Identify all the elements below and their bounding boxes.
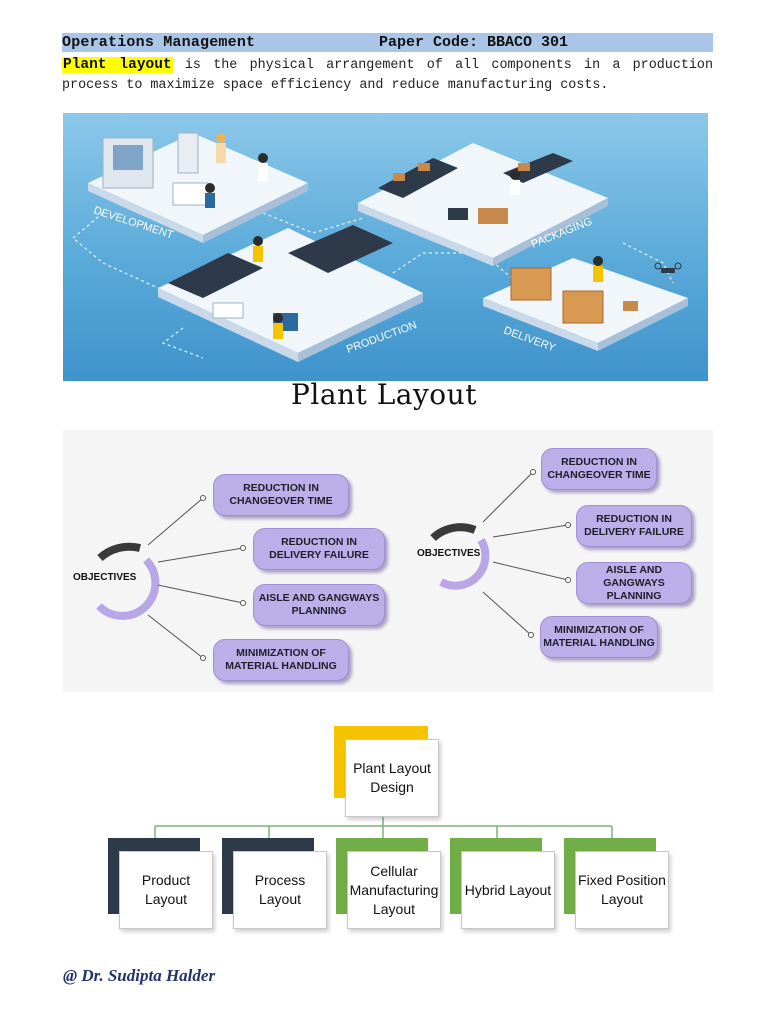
objectives-connectors xyxy=(96,469,571,661)
node-process-layout: Process Layout xyxy=(233,851,327,929)
course-title: Operations Management xyxy=(62,34,256,51)
node-cellular-manufacturing-layout: Cellular Manufacturing Layout xyxy=(347,851,441,929)
node-hybrid-layout: Hybrid Layout xyxy=(461,851,555,929)
objectives-ring-dark-2 xyxy=(430,523,477,542)
objective-right-4: MINIMIZATION OF MATERIAL HANDLING xyxy=(540,616,658,658)
node-fixed-position-layout: Fixed Position Layout xyxy=(575,851,669,929)
highlighted-term: Plant layout xyxy=(62,57,173,73)
plant-layout-illustration: DEVELOPMENT PACKAGING PRODUCTION DELIVER… xyxy=(63,113,708,381)
objective-left-3: AISLE AND GANGWAYS PLANNING xyxy=(253,584,385,626)
figure-caption: Plant Layout xyxy=(291,378,477,411)
paper-code: Paper Code: BBACO 301 xyxy=(379,34,569,51)
objectives-diagrams: OBJECTIVES REDUCTION IN CHANGEOVER TIME … xyxy=(63,430,713,692)
objective-left-1: REDUCTION IN CHANGEOVER TIME xyxy=(213,474,349,516)
objectives-ring-dark xyxy=(97,542,141,562)
node-product-layout: Product Layout xyxy=(119,851,213,929)
chart-connectors xyxy=(154,816,613,838)
objectives-ring-accent-2 xyxy=(439,537,490,590)
intro-text: is the physical arrangement of all compo… xyxy=(62,58,713,93)
objective-left-2: REDUCTION IN DELIVERY FAILURE xyxy=(253,528,385,570)
objectives-ring-accent xyxy=(96,557,160,620)
root-node-plant-layout-design: Plant Layout Design xyxy=(345,739,439,817)
objectives-label-right: OBJECTIVES xyxy=(417,548,481,559)
header-bar: Operations Management Paper Code: BBACO … xyxy=(62,33,713,52)
objectives-label-left: OBJECTIVES xyxy=(73,572,137,583)
objective-left-4: MINIMIZATION OF MATERIAL HANDLING xyxy=(213,639,349,681)
drone-icon xyxy=(654,262,682,273)
isometric-factory-graphic: DEVELOPMENT PACKAGING PRODUCTION DELIVER… xyxy=(72,132,688,362)
objective-right-3: AISLE AND GANGWAYS PLANNING xyxy=(576,562,692,604)
author-credit: @ Dr. Sudipta Halder xyxy=(63,966,216,985)
objective-right-1: REDUCTION IN CHANGEOVER TIME xyxy=(541,448,657,490)
objective-right-2: REDUCTION IN DELIVERY FAILURE xyxy=(576,505,692,547)
intro-paragraph: Plant layout is the physical arrangement… xyxy=(62,55,713,96)
